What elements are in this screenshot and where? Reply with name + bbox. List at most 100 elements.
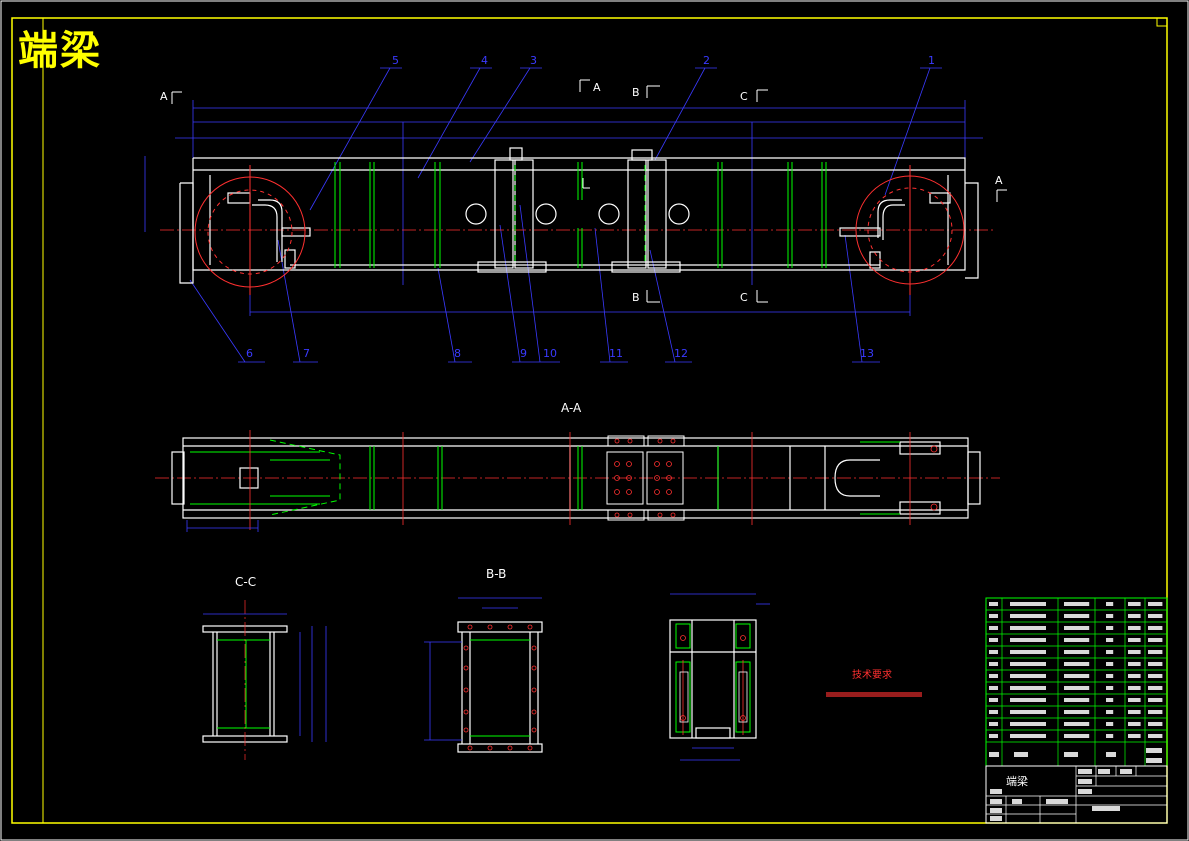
bom-cell-text	[1064, 602, 1090, 606]
bom-cell-text	[1106, 638, 1114, 642]
bom-cell-text	[989, 650, 998, 654]
section-mark-a-left: A	[160, 90, 168, 103]
bom-cell-text	[1128, 722, 1141, 726]
bom-cell-text	[1064, 674, 1090, 678]
bom-cell-text	[1148, 602, 1163, 606]
bom-cell-text	[989, 614, 998, 618]
bom-cell-text	[1106, 626, 1114, 630]
section-bb-label: B-B	[486, 567, 506, 581]
bom-cell-text	[1148, 614, 1163, 618]
callout-4: 4	[481, 54, 488, 67]
callout-1: 1	[928, 54, 935, 67]
section-mark-a-top: A	[593, 81, 601, 94]
callout-13: 13	[860, 347, 874, 360]
bom-cell-text	[1128, 638, 1141, 642]
section-aa-label: A-A	[561, 401, 582, 415]
bom-cell-text	[1148, 698, 1163, 702]
tech-requirements: 技术要求	[826, 668, 922, 697]
sheet-border-inner	[11, 17, 1168, 824]
title-block: 端梁	[985, 765, 1168, 824]
bom-header-text	[1146, 758, 1162, 763]
bom-cell-text	[1148, 674, 1163, 678]
bom-cell-text	[1106, 614, 1114, 618]
bom-cell-text	[1010, 602, 1046, 606]
callout-9: 9	[520, 347, 527, 360]
bom-cell-text	[1010, 734, 1046, 738]
bom-cell-text	[989, 734, 998, 738]
section-mark-b-top: B	[632, 86, 640, 99]
bom-cell-text	[1148, 638, 1163, 642]
bom-cell-text	[1010, 674, 1046, 678]
bom-cell-text	[989, 686, 998, 690]
wheels	[194, 165, 965, 295]
tech-requirements-heading: 技术要求	[852, 668, 892, 681]
bom-cell-text	[1010, 626, 1046, 630]
bom-cell-text	[1106, 698, 1114, 702]
bom-cell-text	[1128, 650, 1141, 654]
bom-header-text	[1014, 752, 1028, 757]
bom-cell-text	[1148, 650, 1163, 654]
bom-cell-text	[1010, 614, 1046, 618]
section-bb-view: B-B	[424, 567, 543, 753]
stiffeners	[334, 162, 827, 268]
bom-cell-text	[1128, 602, 1141, 606]
bom-cell-text	[989, 674, 998, 678]
bom-cell-text	[1148, 686, 1163, 690]
section-mark-b-bottom: B	[632, 291, 640, 304]
bom-cell-text	[1064, 614, 1090, 618]
callout-8: 8	[454, 347, 461, 360]
bom-cell-text	[989, 602, 998, 606]
bom-cell-text	[1010, 698, 1046, 702]
bom-cell-text	[1128, 614, 1141, 618]
bom-cell-text	[989, 662, 998, 666]
bom-cell-text	[1106, 710, 1114, 714]
bom-cell-text	[1128, 626, 1141, 630]
bom-cell-text	[1106, 686, 1114, 690]
corner-mark	[1156, 17, 1168, 27]
callout-2: 2	[703, 54, 710, 67]
bom-cell-text	[1106, 734, 1114, 738]
section-marks	[171, 79, 1007, 303]
bom-cell-text	[1064, 734, 1090, 738]
bom-cell-text	[1010, 650, 1046, 654]
bom-cell-text	[1106, 674, 1114, 678]
bom-cell-text	[1148, 734, 1163, 738]
bom-cell-text	[989, 626, 998, 630]
callout-6: 6	[246, 347, 253, 360]
bom-cell-text	[1064, 650, 1090, 654]
bom-cell-text	[1010, 710, 1046, 714]
bom-header-text	[1146, 748, 1162, 753]
callout-5: 5	[392, 54, 399, 67]
drawing-title: 端梁	[18, 27, 102, 74]
bom-cell-text	[1010, 638, 1046, 642]
bom-cell-text	[1148, 662, 1163, 666]
beam-body	[179, 147, 979, 284]
bom-cell-text	[1148, 626, 1163, 630]
bom-cell-text	[1128, 734, 1141, 738]
bom-cell-text	[1128, 710, 1141, 714]
bom-cell-text	[1148, 722, 1163, 726]
callout-12: 12	[674, 347, 688, 360]
callout-3: 3	[530, 54, 537, 67]
main-view: A A B C B C A 1 2 3 4 5 6 7 8 9 10 11 12…	[144, 54, 1007, 363]
callout-10: 10	[543, 347, 557, 360]
bom-cell-text	[989, 710, 998, 714]
bom-cell-text	[1128, 674, 1141, 678]
bom-header-text	[989, 752, 999, 757]
bom-cell-text	[1148, 710, 1163, 714]
section-mark-c-bottom: C	[740, 291, 748, 304]
bom-table	[985, 597, 1168, 767]
bom-cell-text	[1064, 722, 1090, 726]
bom-cell-text	[1128, 686, 1141, 690]
bom-header-text	[1106, 752, 1116, 757]
section-aa-view: A-A	[155, 401, 1000, 532]
title-block-name: 端梁	[1006, 774, 1028, 788]
bom-cell-text	[1106, 650, 1114, 654]
bom-cell-text	[1064, 626, 1090, 630]
bom-cell-text	[989, 722, 998, 726]
section-mark-c-top: C	[740, 90, 748, 103]
part-callouts: 1 2 3 4 5 6 7 8 9 10 11 12 13	[246, 54, 935, 360]
bom-cell-text	[1128, 698, 1141, 702]
bom-cell-text	[1106, 722, 1114, 726]
